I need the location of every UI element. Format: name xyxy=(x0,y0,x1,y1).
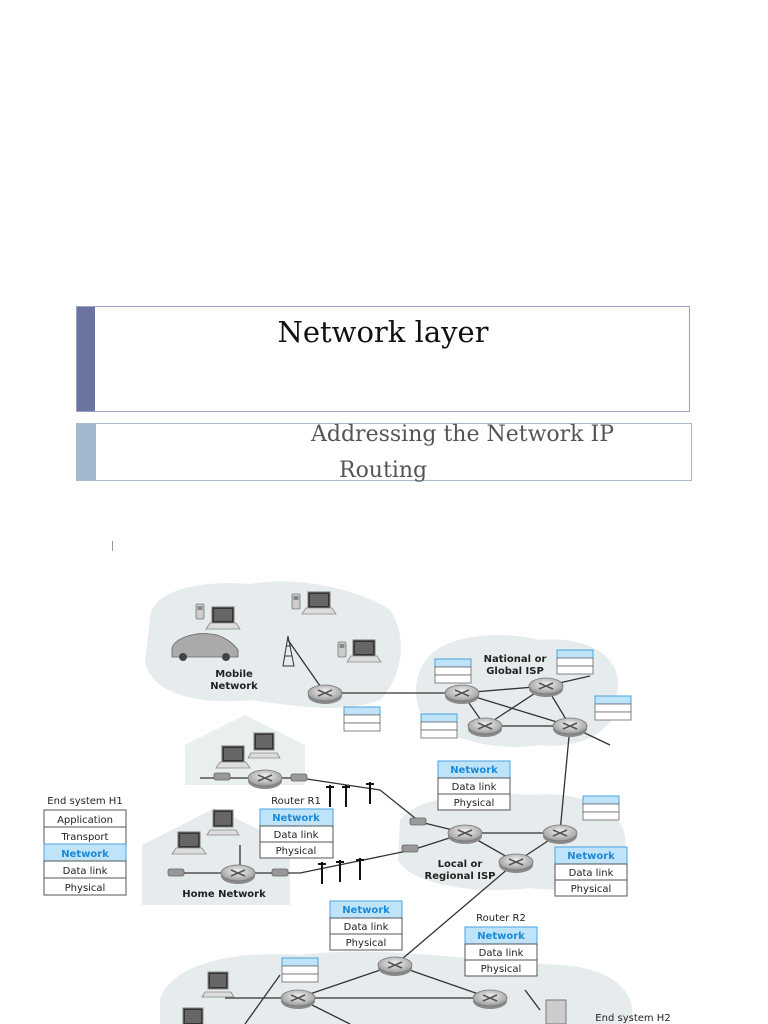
national-isp-label: Global ISP xyxy=(486,666,544,677)
router-icon xyxy=(247,769,283,790)
end-system-h1-stack: Application Transport Network Data link … xyxy=(43,809,127,896)
utility-pole-icon xyxy=(365,781,375,805)
local-isp-stack: Network Data link Physical xyxy=(437,760,511,811)
subtitle-accent-bar xyxy=(77,424,96,480)
layer-network: Network xyxy=(450,765,498,776)
router-r1-stack: Network Data link Physical xyxy=(259,808,334,859)
modem-icon xyxy=(409,817,427,826)
router-icon xyxy=(280,989,316,1010)
layer-network: Network xyxy=(567,851,615,862)
router-icon xyxy=(447,824,483,845)
mobile-network-label: Network xyxy=(210,681,258,692)
layer-network: Network xyxy=(272,813,320,824)
subtitle-line-1: Addressing the Network IP xyxy=(311,422,614,447)
local-isp-stack-right: Network Data link Physical xyxy=(554,846,628,897)
cellphone-icon xyxy=(195,603,205,620)
cellphone-icon xyxy=(291,593,301,610)
router-icon xyxy=(498,853,534,874)
subtitle-line-2: Routing xyxy=(339,458,428,483)
server-icon xyxy=(545,999,567,1024)
network-diagram: Mobile Network National or Global ISP Lo… xyxy=(43,581,671,1024)
cell-tower-icon xyxy=(282,635,295,667)
router-r1-label: Router R1 xyxy=(271,796,321,807)
modem-icon xyxy=(271,868,289,877)
wireless-router-icon xyxy=(167,868,185,877)
car-icon xyxy=(171,633,239,661)
mobile-network-cloud xyxy=(145,581,401,708)
national-isp-label: National or xyxy=(484,654,547,665)
home-network-label: Home Network xyxy=(182,889,266,900)
router-icon xyxy=(307,684,343,705)
layer-data-link: Data link xyxy=(274,830,319,841)
router-r2-stack: Network Data link Physical xyxy=(464,926,538,977)
protocol-stack-icon xyxy=(343,706,381,732)
layer-physical: Physical xyxy=(454,798,495,809)
local-isp-label: Regional ISP xyxy=(425,871,496,882)
slide-title: Network layer xyxy=(277,315,489,349)
router-icon xyxy=(377,956,413,977)
layer-physical: Physical xyxy=(571,884,612,895)
utility-pole-icon xyxy=(341,784,351,808)
router-icon xyxy=(552,717,588,738)
layer-data-link: Data link xyxy=(63,866,108,877)
layer-physical: Physical xyxy=(346,938,387,949)
router-icon xyxy=(542,824,578,845)
layer-transport: Transport xyxy=(61,832,109,843)
router-icon xyxy=(444,684,480,705)
router-r2-label: Router R2 xyxy=(476,913,526,924)
utility-pole-icon xyxy=(325,784,335,808)
router-icon xyxy=(472,989,508,1010)
enterprise-stack: Network Data link Physical xyxy=(329,900,403,951)
layer-network: Network xyxy=(61,849,109,860)
router-icon xyxy=(528,677,564,698)
layer-data-link: Data link xyxy=(569,868,614,879)
layer-network: Network xyxy=(342,905,390,916)
router-icon xyxy=(467,717,503,738)
protocol-stack-icon xyxy=(582,795,620,821)
slide-subtitle-box: Addressing the Network IP Routing xyxy=(76,422,692,483)
layer-network: Network xyxy=(477,931,525,942)
router-icon xyxy=(220,864,256,885)
layer-physical: Physical xyxy=(481,964,522,975)
modem-icon xyxy=(401,844,419,853)
house-top-shape xyxy=(185,715,305,785)
protocol-stack-icon xyxy=(420,713,458,739)
utility-pole-icon xyxy=(335,859,345,883)
title-accent-bar xyxy=(77,307,95,411)
layer-data-link: Data link xyxy=(452,782,497,793)
wireless-router-icon xyxy=(213,772,231,781)
layer-data-link: Data link xyxy=(344,922,389,933)
mobile-network-label: Mobile xyxy=(215,669,253,680)
protocol-stack-icon xyxy=(556,649,594,675)
layer-data-link: Data link xyxy=(479,948,524,959)
text-cursor xyxy=(112,541,113,551)
cellphone-icon xyxy=(337,641,347,658)
protocol-stack-icon xyxy=(434,658,472,684)
end-system-h2-label: End system H2 xyxy=(595,1013,670,1024)
local-isp-label: Local or xyxy=(438,859,483,870)
end-system-h1-label: End system H1 xyxy=(47,796,122,807)
slide-title-box: Network layer xyxy=(76,306,690,412)
layer-application: Application xyxy=(57,815,113,826)
layer-physical: Physical xyxy=(65,883,106,894)
layer-physical: Physical xyxy=(276,846,317,857)
modem-icon xyxy=(290,773,308,782)
utility-pole-icon xyxy=(317,861,327,885)
protocol-stack-icon xyxy=(281,957,319,983)
protocol-stack-icon xyxy=(594,695,632,721)
